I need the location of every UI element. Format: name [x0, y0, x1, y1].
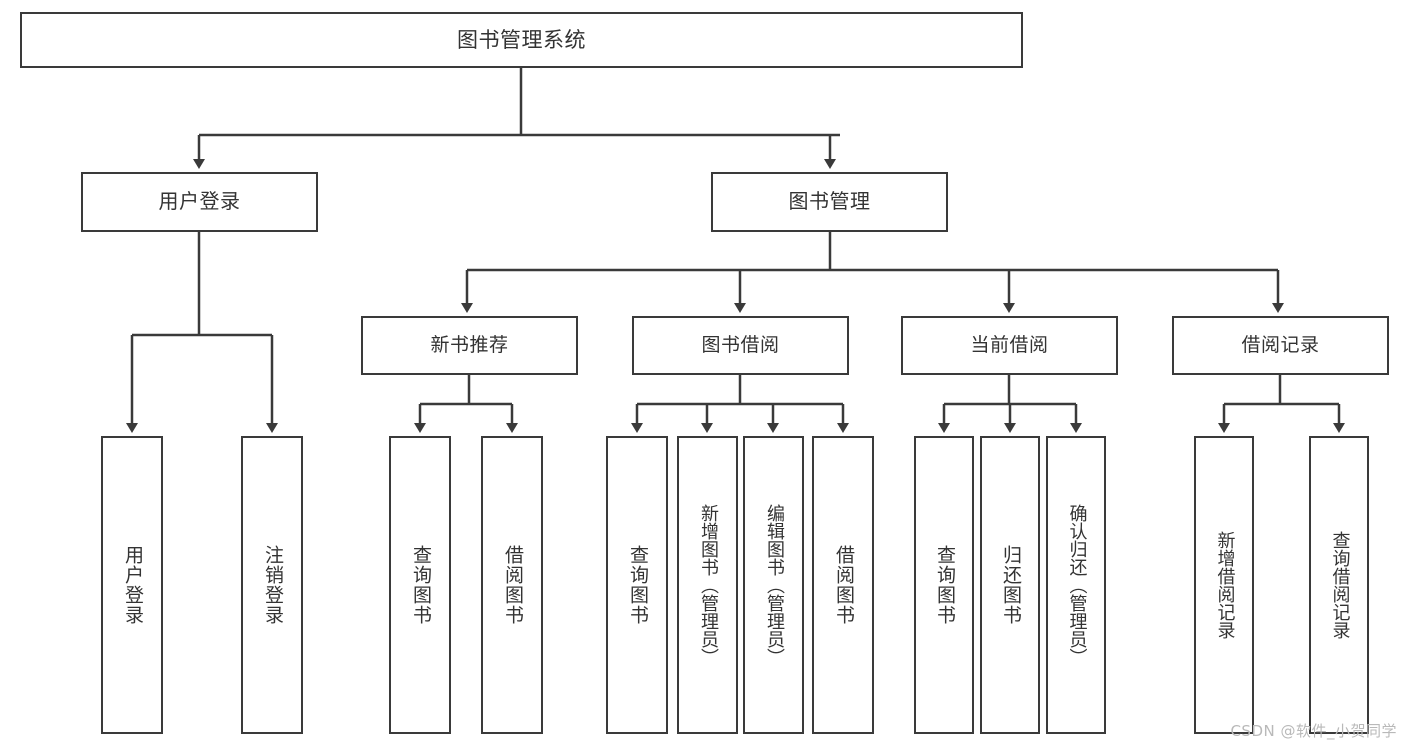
node-new-book-recommend[interactable]: 新书推荐	[361, 316, 578, 375]
node-user-login[interactable]: 用户登录	[81, 172, 318, 232]
node-root-system[interactable]: 图书管理系统	[20, 12, 1023, 68]
node-label: 编辑图书（管理员）	[763, 504, 785, 666]
node-label: 图书借阅	[701, 334, 780, 357]
node-label: 用户登录	[121, 545, 144, 625]
node-label: 新增图书（管理员）	[697, 504, 719, 666]
node-label: 图书管理	[788, 189, 871, 214]
node-label: 查询图书	[626, 545, 649, 625]
node-label: 新书推荐	[430, 334, 509, 357]
node-book-management[interactable]: 图书管理	[711, 172, 948, 232]
node-label: 确认归还（管理员）	[1066, 504, 1088, 666]
node-label: 借阅图书	[832, 545, 855, 625]
node-book-borrow[interactable]: 图书借阅	[632, 316, 849, 375]
node-label: 归还图书	[999, 545, 1022, 625]
node-current-borrow[interactable]: 当前借阅	[901, 316, 1118, 375]
leaf-borrow-add-book-admin[interactable]: 新增图书（管理员）	[677, 436, 738, 734]
node-label: 查询图书	[933, 545, 956, 625]
node-label: 查询借阅记录	[1329, 531, 1351, 639]
node-label: 新增借阅记录	[1214, 531, 1236, 639]
node-label: 借阅图书	[501, 545, 524, 625]
leaf-record-query-record[interactable]: 查询借阅记录	[1309, 436, 1369, 734]
watermark: CSDN @软件_小贺同学	[1230, 722, 1397, 740]
leaf-current-confirm-return-admin[interactable]: 确认归还（管理员）	[1046, 436, 1106, 734]
leaf-user-login-logout[interactable]: 注销登录	[241, 436, 303, 734]
leaf-recommend-borrow-book[interactable]: 借阅图书	[481, 436, 543, 734]
leaf-current-query-book[interactable]: 查询图书	[914, 436, 974, 734]
node-label: 用户登录	[158, 189, 241, 214]
leaf-recommend-query-book[interactable]: 查询图书	[389, 436, 451, 734]
node-label: 查询图书	[409, 545, 432, 625]
leaf-borrow-edit-book-admin[interactable]: 编辑图书（管理员）	[743, 436, 804, 734]
leaf-record-add-record[interactable]: 新增借阅记录	[1194, 436, 1254, 734]
node-label: 图书管理系统	[457, 27, 586, 52]
node-label: 注销登录	[261, 545, 284, 625]
leaf-borrow-borrow-book[interactable]: 借阅图书	[812, 436, 874, 734]
node-label: 借阅记录	[1241, 334, 1320, 357]
leaf-current-return-book[interactable]: 归还图书	[980, 436, 1040, 734]
leaf-user-login-login[interactable]: 用户登录	[101, 436, 163, 734]
leaf-borrow-query-book[interactable]: 查询图书	[606, 436, 668, 734]
node-borrow-record[interactable]: 借阅记录	[1172, 316, 1389, 375]
node-label: 当前借阅	[970, 334, 1049, 357]
